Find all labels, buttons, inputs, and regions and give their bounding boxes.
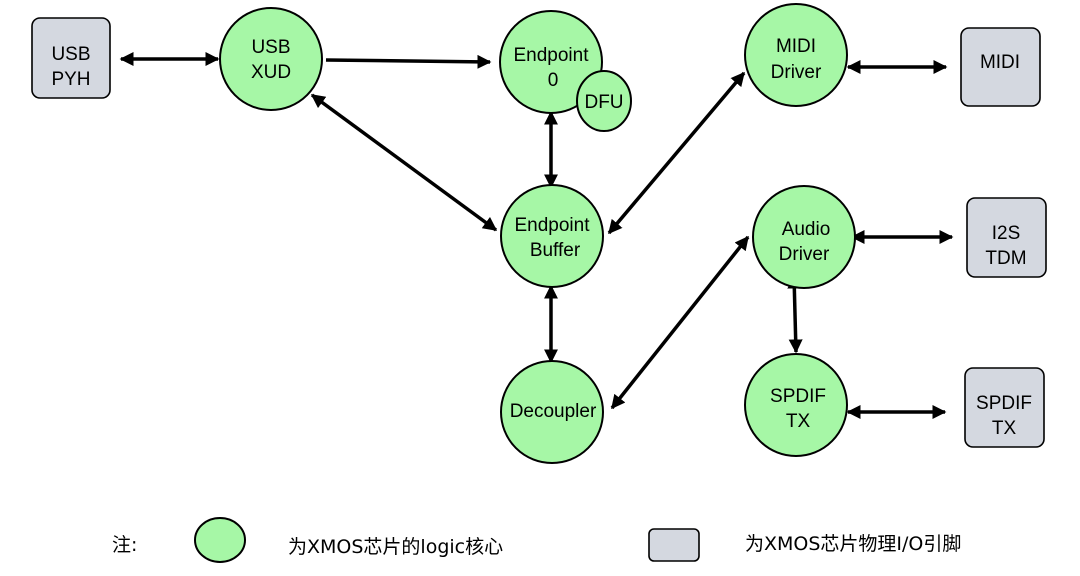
node-midi-pin-line1: MIDI: [980, 52, 1020, 73]
node-endpoint-buffer-line1: Endpoint: [514, 215, 590, 236]
edge-epbuf-mididrv: [607, 71, 746, 235]
node-endpoint-0-line2: 0: [548, 70, 559, 91]
node-endpoint-0-line1: Endpoint: [513, 45, 589, 66]
legend-pin-text: 为XMOS芯片物理I/O引脚: [745, 533, 961, 555]
node-midi-driver-line1: MIDI: [776, 36, 816, 57]
node-spdif-pin-line2: TX: [992, 418, 1017, 439]
node-spdif-pin: SPDIF TX: [964, 367, 1045, 448]
legend: 注: 为XMOS芯片的logic核心 为XMOS芯片物理I/O引脚: [112, 517, 961, 563]
node-i2s-pin: I2S TDM: [966, 197, 1047, 278]
node-midi-pin: MIDI: [960, 27, 1041, 107]
node-decoupler: Decoupler: [500, 360, 604, 464]
edge-audiodrv-spdiftx: [787, 274, 803, 354]
node-endpoint-buffer-line2: Buffer: [530, 240, 581, 261]
node-decoupler-line1: Decoupler: [510, 401, 597, 422]
node-usb-xud: USB XUD: [219, 7, 323, 111]
node-i2s-pin-line1: I2S: [992, 223, 1021, 244]
node-audio-driver-line2: Driver: [779, 244, 830, 265]
node-midi-driver-line2: Driver: [771, 62, 822, 83]
node-usb-xud-line1: USB: [251, 37, 290, 58]
node-usb-phy: USB PYH: [31, 17, 111, 99]
legend-core-swatch: [194, 517, 246, 563]
node-endpoint-buffer: Endpoint Buffer: [500, 184, 604, 288]
node-dfu-line1: DFU: [584, 92, 623, 113]
node-spdif-tx-line1: SPDIF: [770, 386, 826, 407]
node-spdif-tx-line2: TX: [786, 411, 811, 432]
node-i2s-pin-line2: TDM: [985, 248, 1026, 269]
edge-usbxud-epbuf: [310, 93, 498, 232]
node-usb-phy-line2: PYH: [51, 69, 90, 90]
legend-pin-swatch: [648, 528, 700, 562]
legend-note-label: 注:: [112, 534, 137, 556]
node-endpoint-0: Endpoint 0: [499, 10, 603, 114]
node-usb-phy-line1: USB: [51, 44, 90, 65]
edge-decoupler-audiodrv: [610, 235, 750, 410]
legend-core-text: 为XMOS芯片的logic核心: [288, 536, 503, 558]
node-audio-driver: Audio Driver: [752, 185, 856, 289]
edges: [119, 52, 954, 419]
node-audio-driver-line1: Audio: [782, 219, 831, 240]
node-spdif-tx: SPDIF TX: [744, 353, 848, 457]
node-midi-driver: MIDI Driver: [744, 3, 848, 107]
edge-usbxud-ep0: [325, 54, 492, 69]
node-spdif-pin-line1: SPDIF: [976, 393, 1032, 414]
node-usb-xud-line2: XUD: [251, 62, 291, 83]
node-dfu: DFU: [576, 70, 632, 132]
